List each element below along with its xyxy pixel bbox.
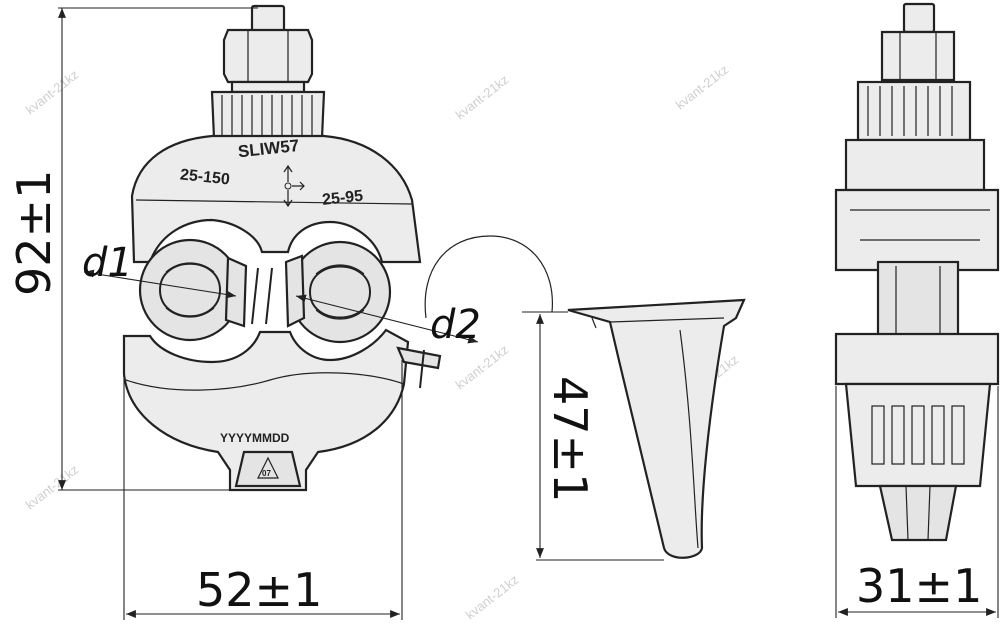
width-dimension-label: 52±1 bbox=[196, 563, 322, 617]
date-code-label: YYYYMMDD bbox=[220, 431, 290, 445]
watermark: kvant-21kz bbox=[463, 572, 522, 623]
watermark: kvant-21kz bbox=[453, 342, 512, 393]
d1-label: d1 bbox=[82, 240, 133, 286]
watermark: kvant-21kz bbox=[23, 462, 82, 513]
cap-height-dimension bbox=[522, 311, 664, 561]
width-dimension bbox=[123, 340, 403, 620]
watermark: kvant-21kz bbox=[23, 67, 82, 118]
watermark: kvant-21kz bbox=[673, 62, 732, 113]
main-range-label: 25-150 bbox=[179, 166, 230, 188]
knurl-lines bbox=[221, 95, 313, 136]
direction-arrows-icon bbox=[283, 164, 305, 208]
recycle-code-label: 07 bbox=[262, 469, 271, 478]
height-dimension bbox=[58, 7, 258, 491]
watermark: kvant-21kz bbox=[453, 72, 512, 123]
side-width-dimension-label: 31±1 bbox=[856, 559, 982, 613]
height-dimension-label: 92±1 bbox=[7, 170, 61, 296]
front-view: SLIW57 25-150 25-95 YYYYMMDD 07 bbox=[83, 4, 479, 492]
d2-label: d2 bbox=[430, 302, 481, 348]
side-width-dimension bbox=[835, 386, 999, 618]
end-cap-view bbox=[424, 235, 746, 559]
cap-height-dimension-label: 47±1 bbox=[543, 376, 597, 502]
branch-range-label: 25-95 bbox=[321, 188, 364, 209]
side-knurl-lines bbox=[867, 86, 953, 136]
side-ribs bbox=[871, 405, 965, 465]
side-view bbox=[834, 2, 1000, 542]
